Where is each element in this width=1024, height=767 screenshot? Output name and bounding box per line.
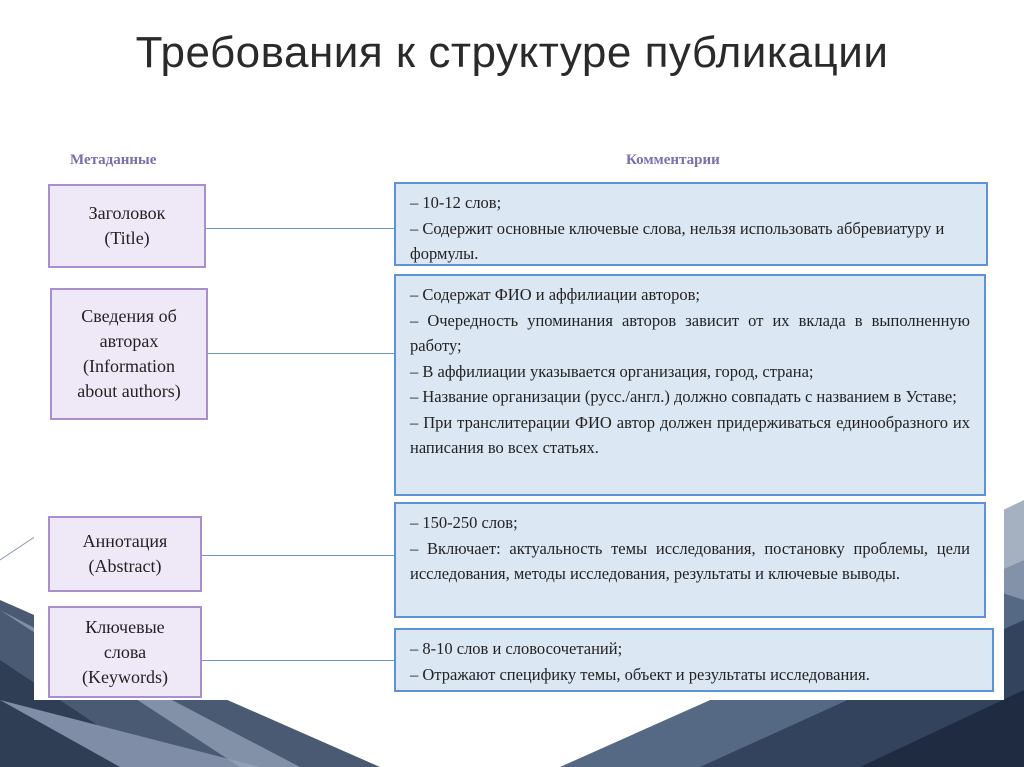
connector-line: [202, 555, 394, 556]
meta-box-authors: Сведения об авторах (Information about a…: [50, 288, 208, 420]
comments-column-header: Комментарии: [626, 152, 720, 168]
meta-label: Ключевые слова (Keywords): [82, 616, 168, 687]
comment-box-abstract: – 150-250 слов; – Включает: актуальность…: [394, 502, 986, 618]
comment-line: – Очередность упоминания авторов зависит…: [410, 310, 970, 356]
connector-line: [208, 353, 394, 354]
connector-line: [202, 660, 394, 661]
comment-line: – В аффилиации указывается организация, …: [410, 361, 814, 381]
connector-line: [206, 228, 394, 229]
meta-label: Аннотация (Abstract): [82, 531, 168, 576]
meta-box-abstract: Аннотация (Abstract): [48, 516, 202, 592]
comment-box-authors: – Содержат ФИО и аффилиации авторов; – О…: [394, 274, 986, 496]
meta-label: Заголовок (Title): [88, 203, 166, 248]
comment-box-title: – 10-12 слов; – Содержит основные ключев…: [394, 182, 988, 266]
comment-line: – Содержат ФИО и аффилиации авторов;: [410, 285, 700, 304]
comment-line: – 10-12 слов;: [410, 193, 502, 212]
comment-line: – Отражают специфику темы, объект и резу…: [410, 664, 870, 684]
metadata-column-header: Метаданные: [70, 152, 157, 168]
meta-label: Сведения об авторах (Information about a…: [77, 306, 181, 401]
meta-box-keywords: Ключевые слова (Keywords): [48, 606, 202, 698]
comment-line: – 8-10 слов и словосочетаний;: [410, 639, 623, 658]
comment-line: – При транслитерации ФИО автор должен пр…: [410, 412, 970, 458]
metadata-table: Метаданные Комментарии Заголовок (Title)…: [34, 140, 1004, 700]
comment-line: – 150-250 слов;: [410, 513, 518, 532]
slide-title: Требования к структуре публикации: [135, 28, 889, 77]
comment-box-keywords: – 8-10 слов и словосочетаний; – Отражают…: [394, 628, 994, 692]
comment-line: – Название организации (русс./англ.) дол…: [410, 387, 957, 406]
comment-line: – Включает: актуальность темы исследован…: [410, 538, 970, 584]
comment-line: – Содержит основные ключевые слова, нель…: [410, 218, 945, 264]
meta-box-title: Заголовок (Title): [48, 184, 206, 268]
